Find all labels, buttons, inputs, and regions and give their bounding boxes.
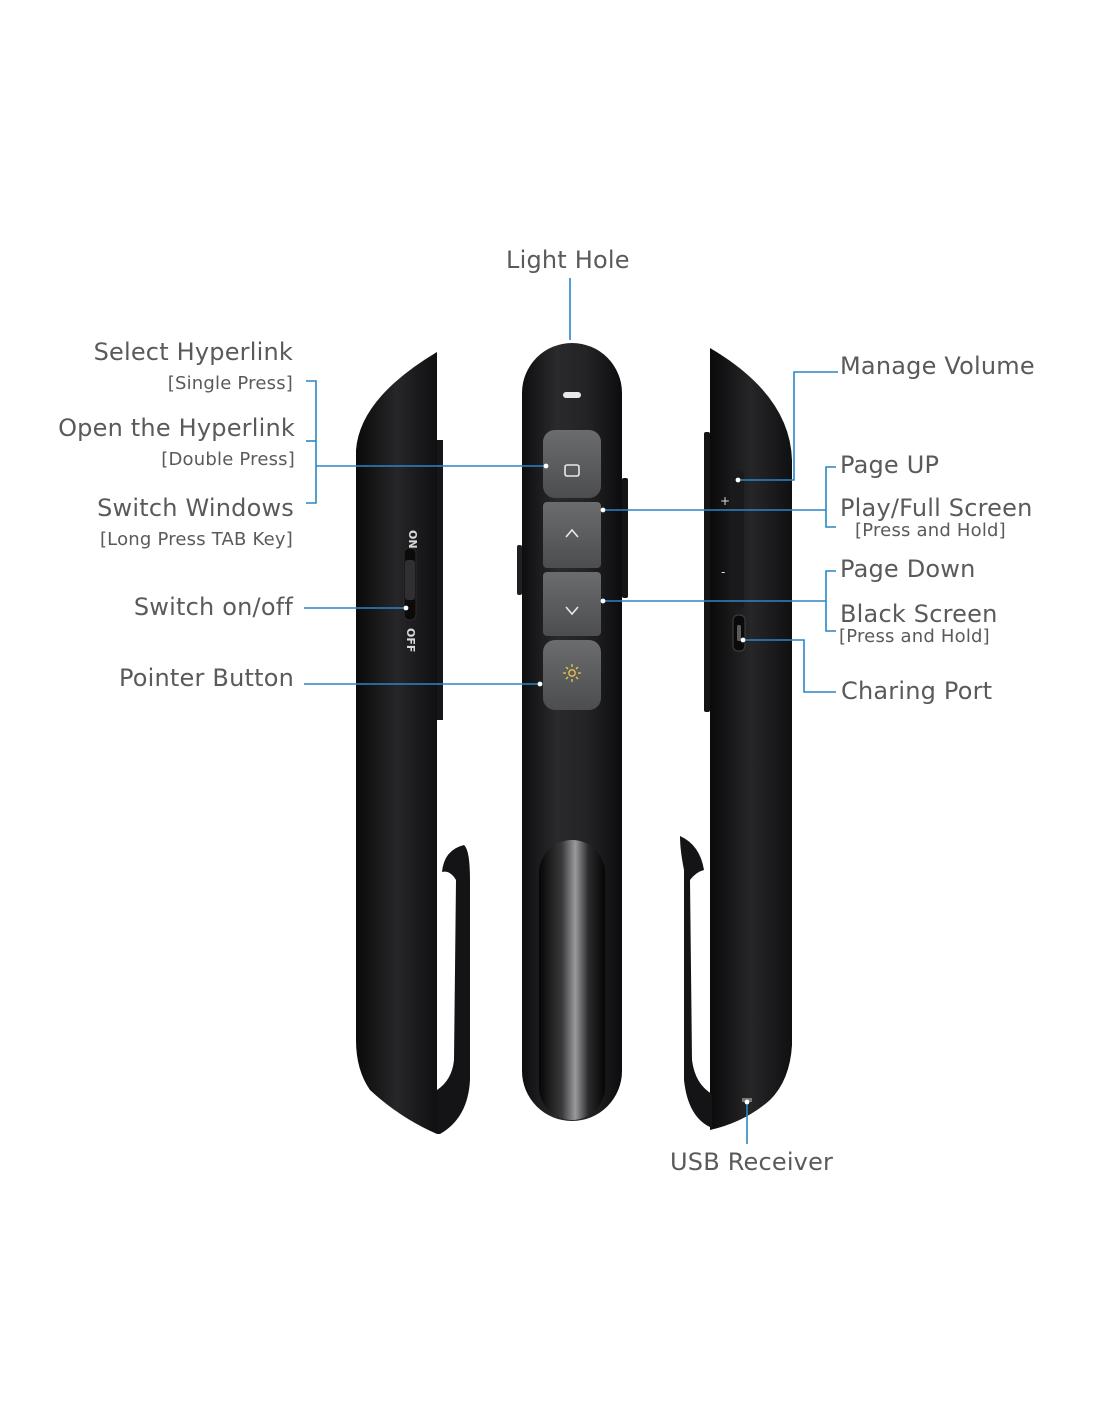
- plus-mark: +: [720, 494, 730, 508]
- page-up-button[interactable]: [543, 502, 601, 568]
- right-side-view: [680, 348, 792, 1130]
- single-press-label: [Single Press]: [167, 373, 293, 394]
- pointer-button-label: Pointer Button: [118, 664, 294, 692]
- select-button[interactable]: [543, 430, 601, 498]
- light-hole: [563, 392, 581, 398]
- manage-volume-label: Manage Volume: [840, 352, 1035, 380]
- light-hole-label: Light Hole: [506, 246, 630, 274]
- play-full-screen-label: Play/Full Screen: [840, 494, 1033, 522]
- leader-dots: [403, 463, 750, 1105]
- press-hold-label-1: [Press and Hold]: [855, 520, 1006, 541]
- square-icon: [564, 464, 580, 477]
- leader-lines: [304, 278, 838, 1144]
- black-screen-label: Black Screen: [840, 600, 998, 628]
- switch-windows-label: Switch Windows: [97, 494, 294, 522]
- usb-receiver-front: [539, 840, 605, 1120]
- double-press-label: [Double Press]: [161, 449, 295, 470]
- page-up-label: Page UP: [840, 451, 940, 479]
- left-side-view: [356, 352, 470, 1134]
- page-down-button[interactable]: [543, 572, 601, 636]
- on-mark: ON: [406, 530, 419, 549]
- open-hyperlink-label: Open the Hyperlink: [58, 414, 295, 442]
- front-view: [517, 343, 628, 1121]
- usb-receiver-label: USB Receiver: [670, 1148, 834, 1176]
- long-press-tab-label: [Long Press TAB Key]: [99, 529, 293, 550]
- chevron-up-icon: [565, 528, 579, 538]
- sun-icon: [563, 664, 581, 682]
- chevron-down-icon: [565, 606, 579, 616]
- charging-port-label: Charing Port: [841, 677, 993, 705]
- select-hyperlink-label: Select Hyperlink: [93, 338, 293, 366]
- press-hold-label-2: [Press and Hold]: [839, 626, 990, 647]
- pointer-button[interactable]: [543, 640, 601, 710]
- off-mark: OFF: [404, 628, 417, 652]
- switch-onoff-label: Switch on/off: [133, 593, 293, 621]
- page-down-label: Page Down: [840, 555, 976, 583]
- minus-mark: -: [721, 565, 725, 579]
